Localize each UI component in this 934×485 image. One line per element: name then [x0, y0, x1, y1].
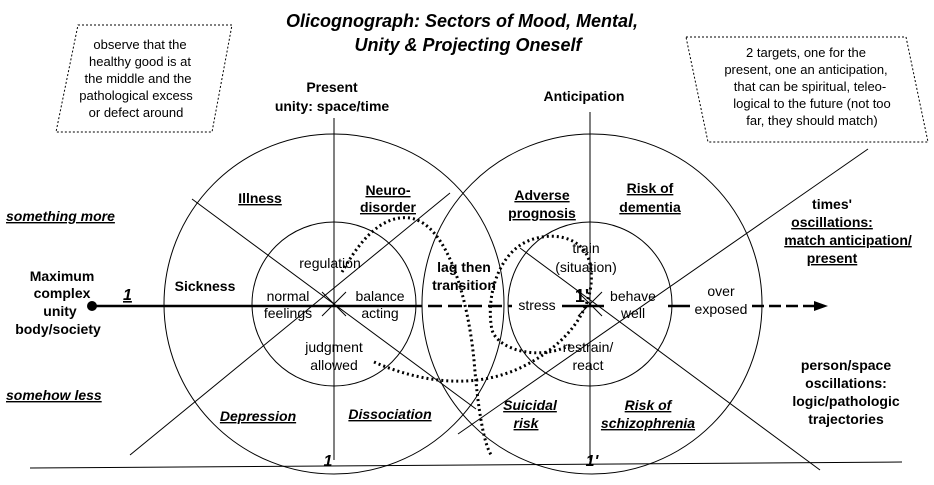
maximum-label-4: body/society — [15, 321, 101, 337]
normal-feelings-label-1: normal — [267, 288, 310, 304]
behave-well-label-2: well — [620, 305, 645, 321]
something-more-label: something more — [6, 208, 115, 224]
judgment-label-1: judgment — [304, 339, 363, 355]
title-line-1: Olicognograph: Sectors of Mood, Mental, — [286, 11, 638, 31]
neuro-label-2: disorder — [360, 199, 417, 215]
regulation-label: regulation — [299, 255, 361, 271]
adverse-label-1: Adverse — [514, 187, 569, 203]
cross-left-b — [321, 291, 347, 317]
dementia-label-1: Risk of — [627, 180, 674, 196]
maximum-label-1: Maximum — [30, 268, 95, 284]
origin-dot — [87, 301, 97, 311]
note-right-line-5: far, they should match) — [746, 113, 878, 128]
maximum-label-2: complex — [34, 285, 91, 301]
diagonal-right-2 — [457, 148, 869, 435]
present-sub-label: unity: space/time — [275, 98, 390, 114]
illness-label: Illness — [238, 190, 282, 206]
stress-label: stress — [518, 297, 555, 313]
note-left-line-1: observe that the — [93, 37, 186, 52]
one-left-label: 1 — [123, 287, 132, 304]
trajectory-curve-2 — [373, 234, 593, 383]
balance-acting-label-2: acting — [361, 305, 398, 321]
diagonal-right-1 — [519, 247, 821, 471]
person-label-2: oscillations: — [805, 375, 887, 391]
dementia-label-2: dementia — [619, 199, 681, 215]
note-right-line-2: present, one an anticipation, — [724, 62, 887, 77]
over-exposed-label-2: exposed — [695, 301, 748, 317]
note-right-line-4: logical to the future (not too — [733, 96, 891, 111]
suicidal-label-2: risk — [514, 415, 540, 431]
dissociation-label: Dissociation — [348, 406, 431, 422]
neuro-label-1: Neuro- — [365, 182, 410, 198]
note-left-line-3: the middle and the — [85, 71, 192, 86]
one-bottom-label: 1 — [324, 453, 333, 470]
judgment-label-2: allowed — [310, 357, 357, 373]
note-right-line-3: that can be spiritual, teleo- — [734, 79, 886, 94]
transition-label: transition — [432, 277, 496, 293]
depression-label: Depression — [220, 408, 296, 424]
present-label: Present — [306, 79, 358, 95]
note-left-line-4: pathological excess — [79, 88, 193, 103]
train-label-1: train — [572, 240, 599, 256]
restrain-label-2: react — [572, 357, 603, 373]
restrain-label-1: restrain/ — [563, 339, 614, 355]
maximum-label-3: unity — [43, 303, 77, 319]
person-label-1: person/space — [801, 357, 891, 373]
note-left-line-5: or defect around — [89, 105, 184, 120]
over-exposed-label-1: over — [707, 283, 735, 299]
diagonal-left-2 — [129, 192, 451, 456]
sickness-label: Sickness — [175, 278, 236, 294]
times-label-1: times' — [812, 196, 852, 212]
one-prime-center-label: 1' — [575, 286, 589, 306]
times-label-3: match anticipation/ — [784, 232, 912, 248]
person-label-4: trajectories — [808, 411, 884, 427]
times-label-4: present — [807, 250, 858, 266]
title-line-2: Unity & Projecting Oneself — [354, 35, 583, 55]
schizophrenia-label-1: Risk of — [625, 397, 673, 413]
person-label-3: logic/pathologic — [792, 393, 900, 409]
somehow-less-label: somehow less — [6, 387, 102, 403]
times-label-2: oscillations: — [791, 214, 873, 230]
outer-circle-anticipation — [421, 133, 763, 475]
one-prime-bottom-label: 1' — [586, 453, 600, 470]
trajectory-curve-1 — [340, 216, 494, 457]
schizophrenia-label-2: schizophrenia — [601, 415, 695, 431]
note-left-line-2: healthy good is at — [89, 54, 191, 69]
balance-acting-label-1: balance — [355, 288, 404, 304]
suicidal-label-1: Suicidal — [503, 397, 558, 413]
adverse-label-2: prognosis — [508, 205, 576, 221]
lag-then-label: lag then — [437, 259, 491, 275]
note-right-line-1: 2 targets, one for the — [746, 45, 866, 60]
behave-well-label-1: behave — [610, 288, 656, 304]
ground-line — [29, 461, 903, 469]
anticipation-label: Anticipation — [544, 88, 625, 104]
train-label-2: (situation) — [555, 259, 616, 275]
normal-feelings-label-2: feelings — [264, 305, 312, 321]
